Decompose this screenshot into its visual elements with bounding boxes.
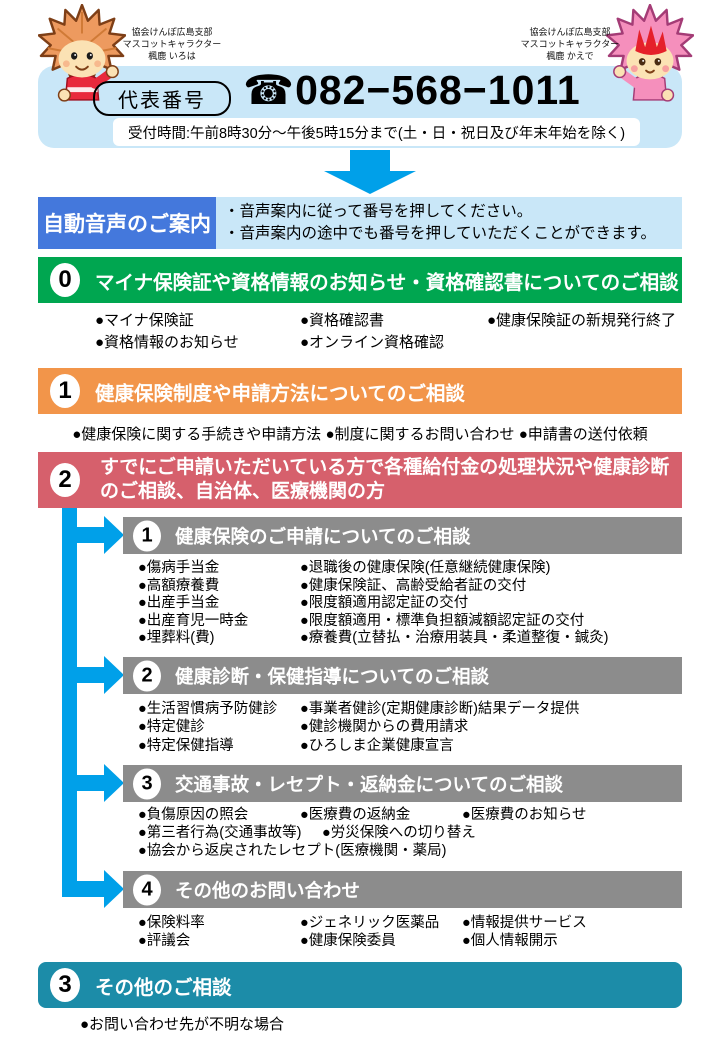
bullet-item: ●傷病手当金	[138, 560, 220, 576]
bullet-item: ●限度額適用・標準負担額減額認定証の交付	[300, 612, 585, 629]
connector-arm-1	[76, 527, 104, 543]
bullet-item: ●生活習慣病予防健診	[138, 701, 278, 717]
bullet-item: ●特定保健指導	[138, 737, 234, 754]
caption-line: マスコットキャラクター	[520, 39, 620, 49]
subsection-4-number-badge: 4	[133, 874, 161, 905]
bullet-item: ●健康保険証、高齢受給者証の交付	[300, 577, 527, 594]
subsection-4-bullets-col1: ●保険料率 ●評議会	[138, 914, 205, 951]
bullet-item: ●マイナ保険証	[95, 312, 194, 329]
bullet-item: ●情報提供サービス	[462, 915, 587, 931]
subsection-1-number-badge: 1	[133, 520, 161, 551]
bullet-item: ●保険料率	[138, 915, 205, 931]
sub3-bullet-r2c2: ●労災保険への切り替え	[322, 825, 476, 841]
bullet-item: ●高額療養費	[138, 577, 220, 594]
subsection-3-title: 交通事故・レセプト・返納金についてのご相談	[175, 773, 563, 795]
voice-guide-label: 自動音声のご案内	[38, 197, 216, 249]
section-2-title-line1: すでにご申請いただいている方で各種給付金の処理状況や健康診断	[100, 457, 670, 478]
reception-hours: 受付時間:午前8時30分～午後5時15分まで(土・日・祝日及び年末年始を除く)	[113, 118, 640, 146]
caption-line: 協会けんぽ広島支部	[131, 27, 213, 37]
connector-bar	[62, 508, 77, 897]
caption-line: マスコットキャラクター	[122, 39, 222, 49]
subsection-4-bullets-col2: ●ジェネリック医薬品 ●健康保険委員	[300, 914, 439, 951]
section-0-bullets-col3: ●健康保険証の新規発行終了	[487, 310, 676, 332]
voice-guide-note-1: ・音声案内に従って番号を押してください。	[224, 203, 533, 220]
bullet-item: ●特定健診	[138, 719, 205, 736]
subsection-2-bullets-col2: ●事業者健診(定期健康診断)結果データ提供 ●健診機関からの費用請求 ●ひろしま…	[300, 700, 579, 755]
bullet-item: ●個人情報開示	[462, 933, 558, 950]
connector-arm-4	[76, 881, 104, 897]
representative-number-badge: 代表番号	[93, 81, 231, 116]
bullet-item: ●ジェネリック医薬品	[300, 915, 440, 931]
subsection-1-header: 1 健康保険のご申請についてのご相談	[123, 517, 682, 554]
bullet-item: ●出産手当金	[138, 595, 220, 612]
caption-line: 協会けんぽ広島支部	[529, 27, 611, 37]
mascot-kaede-illustration	[606, 4, 694, 102]
section-0-title: マイナ保険証や資格情報のお知らせ・資格確認書についてのご相談	[95, 271, 679, 294]
subsection-2-header: 2 健康診断・保健指導についてのご相談	[123, 657, 682, 694]
subsection-4-title: その他のお問い合わせ	[175, 879, 361, 901]
bullet-item: ●限度額適用認定証の交付	[300, 595, 469, 612]
subsection-3-header: 3 交通事故・レセプト・返納金についてのご相談	[123, 765, 682, 802]
connector-arrow-2-icon	[104, 656, 124, 694]
connector-arm-3	[76, 775, 104, 791]
voice-guide-note-2: ・音声案内の途中でも番号を押していただくことができます。	[224, 225, 656, 242]
sub3-bullet-r1c3: ●医療費のお知らせ	[462, 807, 587, 823]
section-1-header: 1 健康保険制度や申請方法についてのご相談	[38, 368, 682, 414]
caption-line: 楓鹿 かえで	[546, 51, 594, 61]
bullet-item: ●健診機関からの費用請求	[300, 719, 469, 736]
sub3-bullet-r3: ●協会から返戻されたレセプト(医療機関・薬局)	[138, 843, 447, 859]
down-arrow-icon	[324, 171, 416, 194]
section-0-bullets-col1: ●マイナ保険証 ●資格情報のお知らせ	[95, 310, 239, 353]
subsection-3-number-badge: 3	[133, 768, 161, 799]
bullet-item: ●療養費(立替払・治療用装具・柔道整復・鍼灸)	[300, 630, 609, 647]
phone-number: ☎082−568−1011	[243, 67, 581, 113]
bullet-item: ●ひろしま企業健康宣言	[300, 737, 454, 754]
connector-arrow-3-icon	[104, 764, 124, 802]
section-0-header: 0 マイナ保険証や資格情報のお知らせ・資格確認書についてのご相談	[38, 257, 682, 303]
bullet-item: ●健康保険委員	[300, 933, 396, 950]
mascot-iroha-illustration	[38, 4, 126, 102]
section-3-bullet-line: ●お問い合わせ先が不明な場合	[80, 1016, 285, 1033]
sub3-bullet-r1c2: ●医療費の返納金	[300, 807, 411, 823]
subsection-2-title: 健康診断・保健指導についてのご相談	[175, 665, 489, 687]
section-1-title: 健康保険制度や申請方法についてのご相談	[95, 382, 465, 405]
bullet-item: ●資格情報のお知らせ	[95, 333, 239, 351]
section-2-number-badge: 2	[50, 463, 80, 497]
section-3-header: 3 その他のご相談	[38, 962, 682, 1008]
section-1-bullet-line: ●健康保険に関する手続きや申請方法 ●制度に関するお問い合わせ ●申請書の送付依…	[72, 426, 648, 443]
section-1-number-badge: 1	[50, 374, 80, 408]
bullet-item: ●埋葬料(費)	[138, 630, 215, 647]
subsection-2-number-badge: 2	[133, 660, 161, 691]
mascot-caption-left: 協会けんぽ広島支部 マスコットキャラクター 楓鹿 いろは	[120, 26, 224, 62]
sub3-bullet-r1c1: ●負傷原因の照会	[138, 807, 249, 823]
connector-arrow-1-icon	[104, 516, 124, 554]
connector-arm-2	[76, 667, 104, 683]
bullet-item: ●評議会	[138, 933, 191, 950]
bullet-item: ●資格確認書	[300, 312, 385, 329]
mascot-caption-right: 協会けんぽ広島支部 マスコットキャラクター 楓鹿 かえで	[518, 26, 622, 62]
down-arrow-shaft	[350, 150, 390, 172]
bullet-item: ●退職後の健康保険(任意継続健康保険)	[300, 560, 551, 576]
bullet-item: ●オンライン資格確認	[300, 333, 445, 351]
section-0-bullets-col2: ●資格確認書 ●オンライン資格確認	[300, 310, 444, 353]
subsection-1-bullets-col1: ●傷病手当金 ●高額療養費 ●出産手当金 ●出産育児一時金 ●埋葬料(費)	[138, 560, 248, 648]
bullet-item: ●健康保険証の新規発行終了	[487, 312, 677, 329]
subsection-1-bullets-col2: ●退職後の健康保険(任意継続健康保険) ●健康保険証、高齢受給者証の交付 ●限度…	[300, 560, 608, 648]
bullet-item: ●事業者健診(定期健康診断)結果データ提供	[300, 701, 580, 717]
subsection-2-bullets-col1: ●生活習慣病予防健診 ●特定健診 ●特定保健指導	[138, 700, 277, 755]
section-2-header: 2 すでにご申請いただいている方で各種給付金の処理状況や健康診断 のご相談、自治…	[38, 452, 682, 508]
caption-line: 楓鹿 いろは	[148, 51, 196, 61]
subsection-4-bullets-col3: ●情報提供サービス ●個人情報開示	[462, 914, 587, 951]
subsection-1-title: 健康保険のご申請についてのご相談	[175, 525, 471, 547]
sub3-bullet-r2c1: ●第三者行為(交通事故等)	[138, 825, 302, 841]
voice-guide-notes: ・音声案内に従って番号を押してください。 ・音声案内の途中でも番号を押していただ…	[216, 197, 682, 249]
section-2-title-line2: のご相談、自治体、医療機関の方	[100, 481, 386, 502]
subsection-4-header: 4 その他のお問い合わせ	[123, 871, 682, 908]
connector-arrow-4-icon	[104, 870, 124, 908]
section-2-title: すでにご申請いただいている方で各種給付金の処理状況や健康診断 のご相談、自治体、…	[100, 456, 669, 504]
section-3-title: その他のご相談	[95, 976, 232, 999]
section-3-number-badge: 3	[50, 968, 80, 1002]
bullet-item: ●出産育児一時金	[138, 612, 249, 629]
section-0-number-badge: 0	[50, 263, 80, 297]
